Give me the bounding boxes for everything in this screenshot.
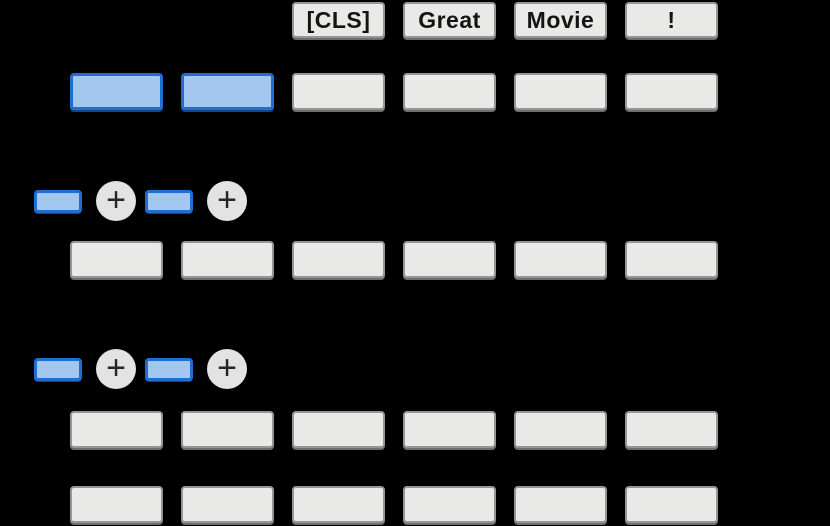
token-label-great: Great	[403, 2, 496, 38]
token-embedding-box	[292, 411, 385, 448]
embedding-row-hidden-3	[70, 486, 718, 523]
token-embedding-box	[181, 411, 274, 448]
token-embedding-box	[625, 241, 718, 278]
token-embedding-box	[403, 73, 496, 110]
learnable-vector-box	[34, 189, 82, 213]
token-label-exclaim: !	[625, 2, 718, 38]
token-embedding-box	[625, 486, 718, 523]
token-embedding-box	[403, 411, 496, 448]
token-labels-row: [CLS] Great Movie !	[292, 2, 718, 38]
learnable-vector-box	[145, 357, 193, 381]
token-embedding-box	[514, 486, 607, 523]
token-embedding-box	[181, 241, 274, 278]
embedding-row-hidden-1	[70, 241, 718, 278]
prompt-embedding-box	[181, 73, 274, 110]
embedding-row-top	[70, 73, 718, 110]
token-embedding-box	[625, 411, 718, 448]
token-embedding-box	[514, 411, 607, 448]
plus-icon: +	[96, 349, 136, 389]
token-embedding-box	[292, 241, 385, 278]
token-embedding-box	[403, 241, 496, 278]
token-embedding-box	[181, 486, 274, 523]
embedding-row-hidden-2	[70, 411, 718, 448]
token-label-movie: Movie	[514, 2, 607, 38]
learnable-vector-box	[34, 357, 82, 381]
token-embedding-box	[514, 73, 607, 110]
token-embedding-box	[70, 486, 163, 523]
learnable-vector-box	[145, 189, 193, 213]
token-embedding-box	[514, 241, 607, 278]
plus-icon: +	[207, 181, 247, 221]
plus-icon: +	[96, 181, 136, 221]
plus-icon: +	[207, 349, 247, 389]
token-embedding-box	[292, 73, 385, 110]
token-embedding-box	[403, 486, 496, 523]
token-embedding-box	[625, 73, 718, 110]
adder-row-1: ++	[34, 181, 256, 221]
token-label-cls: [CLS]	[292, 2, 385, 38]
prompt-embedding-box	[70, 73, 163, 110]
token-embedding-box	[70, 241, 163, 278]
token-embedding-box	[292, 486, 385, 523]
token-embedding-box	[70, 411, 163, 448]
adder-row-2: ++	[34, 349, 256, 389]
